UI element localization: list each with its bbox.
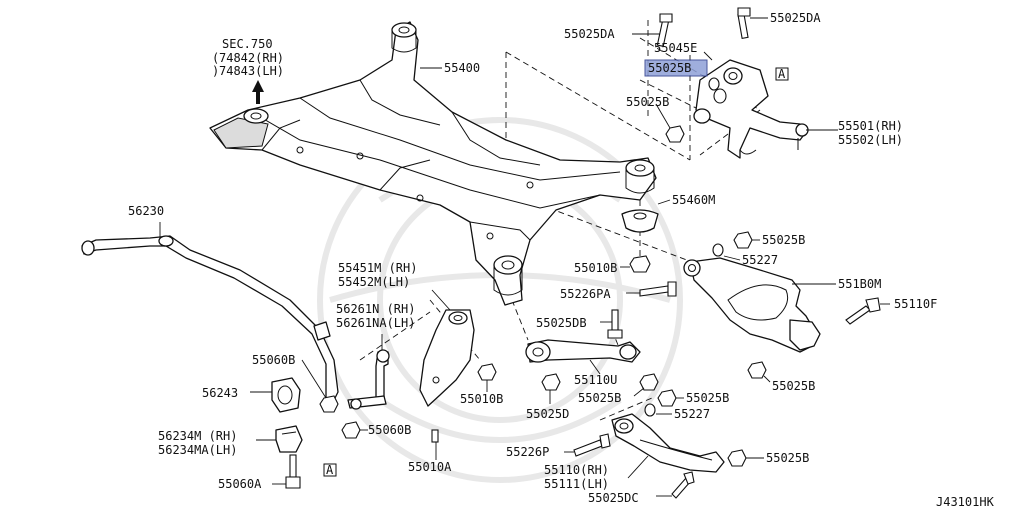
- label-55025da-left[interactable]: 55025DA: [564, 27, 615, 41]
- nut-55010b-mount: [620, 255, 651, 273]
- section-ref-paren-close: ): [212, 64, 219, 78]
- label-55025b-upper-arm[interactable]: 55025B: [626, 95, 669, 109]
- section-reference-arrow: [252, 80, 264, 104]
- label-55111[interactable]: 55111(LH): [544, 477, 609, 491]
- ref-box-a-bottom: A: [323, 463, 337, 477]
- stabilizer-link-56261n: [347, 334, 390, 410]
- label-56261n[interactable]: 56261N (RH): [336, 302, 415, 316]
- label-55501[interactable]: 55501(RH): [838, 119, 903, 133]
- washer-55045e: [703, 51, 727, 104]
- upper-link-55110u: [525, 339, 641, 375]
- label-56234m[interactable]: 56234M (RH): [158, 429, 237, 443]
- nut-55025b-lower-arm-top: [733, 231, 760, 249]
- label-55060b-upper[interactable]: 55060B: [252, 353, 295, 367]
- section-ref-rh: 74842(RH): [219, 51, 284, 65]
- label-55110f[interactable]: 55110F: [894, 297, 937, 311]
- label-55451m[interactable]: 55451M (RH): [338, 261, 417, 275]
- label-55025d[interactable]: 55025D: [526, 407, 569, 421]
- label-55452m[interactable]: 55452M(LH): [338, 275, 410, 289]
- nut-55025b-mid: [657, 389, 684, 407]
- label-56234ma[interactable]: 56234MA(LH): [158, 443, 237, 457]
- label-55227-lower[interactable]: 55227: [674, 407, 710, 421]
- highlighted-part-marker: [644, 59, 708, 77]
- label-55025db[interactable]: 55025DB: [536, 316, 587, 330]
- nut-55060b-upper: [301, 359, 339, 413]
- washer-55227-lower: [644, 403, 672, 417]
- bolt-55025da-right: [737, 7, 768, 39]
- label-55226pa[interactable]: 55226PA: [560, 287, 611, 301]
- mount-55460m: [621, 199, 671, 233]
- bolt-55025db: [600, 309, 623, 339]
- bolt-55025da-left: [632, 13, 673, 47]
- bracket-55451m: [419, 289, 475, 460]
- label-55025b-mid[interactable]: 55025B: [686, 391, 729, 405]
- label-55060a[interactable]: 55060A: [218, 477, 262, 491]
- label-55502[interactable]: 55502(LH): [838, 133, 903, 147]
- label-56230[interactable]: 56230: [128, 204, 164, 218]
- nut-55060b-lower: [341, 421, 368, 439]
- bushing-clamp-56234m: [256, 425, 303, 453]
- nut-55010b-left: [477, 363, 497, 392]
- label-55025dc[interactable]: 55025DC: [588, 491, 639, 505]
- label-55025b-lower-right[interactable]: 55025B: [772, 379, 815, 393]
- label-55110u[interactable]: 55110U: [574, 373, 617, 387]
- upper-arm-55501: [693, 59, 838, 159]
- bolt-55060a: [272, 454, 301, 489]
- label-55025da-right[interactable]: 55025DA: [770, 11, 821, 25]
- bolt-55110f: [845, 297, 890, 325]
- label-55025b-highlighted[interactable]: 55025B: [648, 61, 691, 75]
- svg-text:A: A: [326, 463, 334, 477]
- label-55010b-left[interactable]: 55010B: [460, 392, 503, 406]
- washer-55227-top: [712, 243, 741, 261]
- label-55025b-lower-arm-top[interactable]: 55025B: [762, 233, 805, 247]
- nut-55025b-upper-arm: [655, 103, 685, 143]
- label-55460m[interactable]: 55460M: [672, 193, 715, 207]
- label-55045e[interactable]: 55045E: [654, 41, 697, 55]
- section-ref-paren-open: (: [212, 51, 219, 65]
- bolt-55226pa: [626, 281, 677, 297]
- label-55025b-upper-link[interactable]: 55025B: [578, 391, 621, 405]
- diagram-id: J43101HK: [936, 495, 995, 509]
- label-55060b-lower[interactable]: 55060B: [368, 423, 411, 437]
- lower-arm-551b0m: [683, 257, 836, 353]
- label-551b0m[interactable]: 551B0M: [838, 277, 881, 291]
- bolt-55025dc: [656, 471, 695, 499]
- section-reference: SEC.750 ( 74842(RH) ) 74843(LH): [212, 37, 284, 78]
- nut-55025d: [541, 373, 561, 404]
- label-55010b-mount[interactable]: 55010B: [574, 261, 617, 275]
- svg-text:A: A: [778, 67, 786, 81]
- nut-55025b-bottom-right: [727, 449, 764, 467]
- label-55025b-bottom-right[interactable]: 55025B: [766, 451, 809, 465]
- ref-box-a-top: A: [775, 67, 789, 81]
- label-56261na[interactable]: 56261NA(LH): [336, 316, 415, 330]
- stabilizer-bushing-56243: [250, 377, 301, 413]
- stabilizer-bar-56230: [81, 222, 339, 401]
- nut-55025b-lower-right: [747, 361, 771, 383]
- suspension-member-55400: [209, 21, 657, 306]
- section-ref-lh: 74843(LH): [219, 64, 284, 78]
- section-ref-title: SEC.750: [222, 37, 273, 51]
- label-55010a[interactable]: 55010A: [408, 460, 452, 474]
- label-55226p[interactable]: 55226P: [506, 445, 549, 459]
- bolt-55226p: [564, 433, 611, 457]
- lower-link-55110: [611, 413, 725, 479]
- label-55227-top[interactable]: 55227: [742, 253, 778, 267]
- label-55110[interactable]: 55110(RH): [544, 463, 609, 477]
- label-56243[interactable]: 56243: [202, 386, 238, 400]
- label-55400[interactable]: 55400: [444, 61, 480, 75]
- nut-55025b-upper-link: [633, 373, 659, 397]
